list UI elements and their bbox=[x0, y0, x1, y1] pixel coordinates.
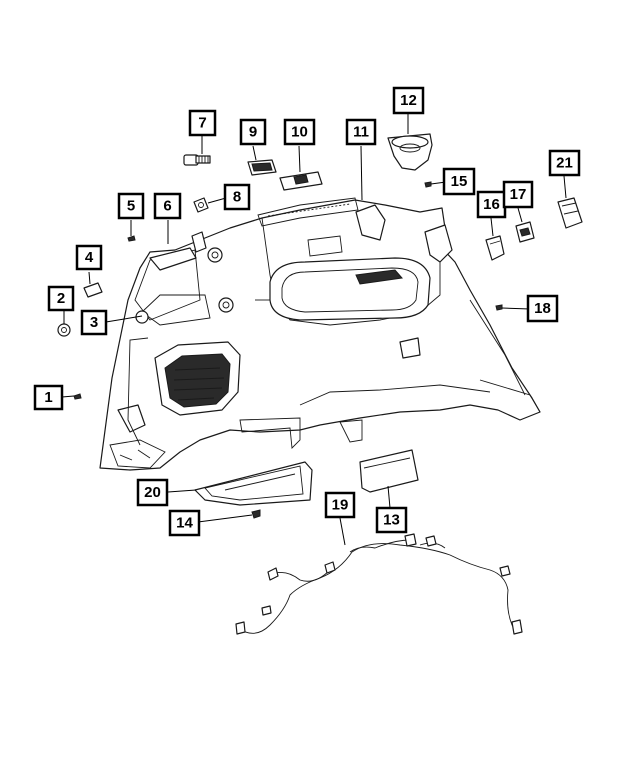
part-15-clip bbox=[424, 181, 432, 188]
callout-12-label: 12 bbox=[400, 92, 417, 109]
part-18-screw bbox=[495, 304, 503, 311]
callout-2-label: 2 bbox=[57, 290, 65, 307]
part-13-cover bbox=[359, 449, 419, 493]
callout-3: 3 bbox=[80, 309, 108, 336]
callout-19: 19 bbox=[324, 491, 356, 519]
part-17-bracket bbox=[515, 221, 535, 243]
callout-7-label: 7 bbox=[198, 115, 206, 132]
callout-20-label: 20 bbox=[144, 484, 161, 501]
callout-18: 18 bbox=[526, 294, 559, 323]
callout-5-label: 5 bbox=[127, 198, 135, 215]
leader-lines bbox=[61, 114, 567, 546]
callout-10: 10 bbox=[283, 118, 316, 146]
callout-9: 9 bbox=[239, 118, 267, 146]
part-14-screw bbox=[251, 509, 261, 519]
part-10-lamp bbox=[279, 171, 323, 191]
callout-3-label: 3 bbox=[90, 314, 98, 331]
part-4-plug bbox=[83, 282, 103, 298]
callout-14-label: 14 bbox=[176, 515, 193, 532]
callout-16-label: 16 bbox=[483, 196, 500, 213]
callout-15: 15 bbox=[442, 167, 476, 196]
callout-6: 6 bbox=[153, 192, 182, 220]
callout-7: 7 bbox=[188, 109, 217, 137]
callout-11: 11 bbox=[345, 118, 377, 146]
callout-14: 14 bbox=[168, 509, 201, 537]
callout-8: 8 bbox=[223, 183, 251, 211]
callout-12: 12 bbox=[392, 86, 425, 115]
callout-11-label: 11 bbox=[353, 124, 369, 141]
part-9-switch bbox=[247, 159, 277, 176]
callout-19-label: 19 bbox=[332, 497, 349, 514]
callout-17: 17 bbox=[502, 180, 534, 209]
part-16-bracket bbox=[485, 235, 505, 261]
part-6-trim-piece bbox=[149, 231, 207, 271]
part-1-clip bbox=[73, 393, 82, 400]
callout-20: 20 bbox=[136, 478, 169, 507]
callout-1: 1 bbox=[33, 384, 64, 411]
callout-8-label: 8 bbox=[233, 189, 241, 206]
part-20-storage-tray bbox=[194, 461, 313, 506]
callout-6-label: 6 bbox=[163, 198, 171, 215]
part-21-bracket bbox=[557, 197, 583, 229]
callout-15-label: 15 bbox=[451, 173, 468, 190]
callout-4-label: 4 bbox=[85, 249, 94, 266]
callout-13-label: 13 bbox=[383, 512, 400, 529]
callout-17-label: 17 bbox=[510, 186, 527, 203]
callout-10-label: 10 bbox=[291, 124, 308, 141]
part-7-bolt bbox=[183, 154, 211, 166]
callout-1-label: 1 bbox=[44, 389, 52, 406]
quarter-trim-panel bbox=[99, 197, 541, 471]
callout-13: 13 bbox=[375, 506, 408, 534]
part-5-fastener bbox=[127, 235, 136, 242]
callout-18-label: 18 bbox=[534, 300, 551, 317]
part-2-push-nut bbox=[57, 323, 71, 337]
part-19-wiring-harness bbox=[235, 533, 523, 635]
callout-2: 2 bbox=[47, 285, 75, 312]
part-8-grommet bbox=[193, 197, 209, 213]
part-12-cup-holder bbox=[387, 133, 433, 171]
callout-16: 16 bbox=[476, 190, 507, 219]
callout-9-label: 9 bbox=[249, 124, 257, 141]
callout-5: 5 bbox=[117, 192, 145, 220]
callout-4: 4 bbox=[75, 244, 103, 271]
callout-21-label: 21 bbox=[556, 155, 573, 172]
callout-21: 21 bbox=[548, 149, 581, 177]
